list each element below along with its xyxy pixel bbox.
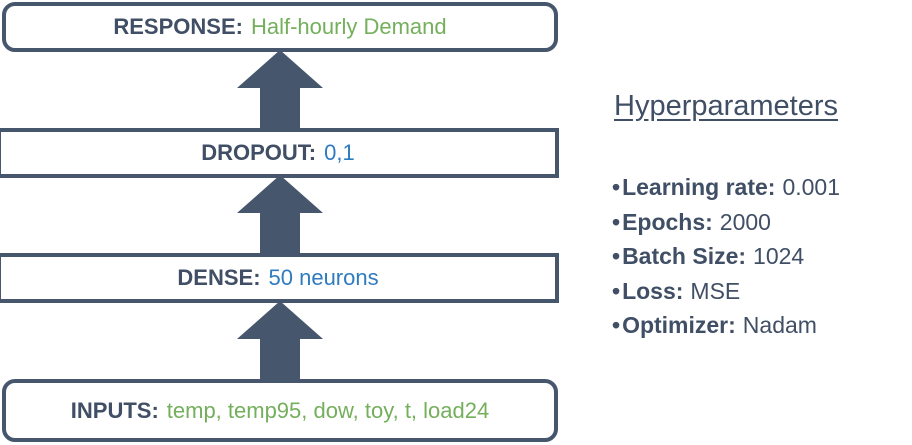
- layer-label: INPUTS:: [70, 397, 159, 423]
- hyperparameters-list: •Learning rate:0.001 •Epochs:2000 •Batch…: [612, 170, 840, 343]
- bullet-icon: •: [612, 312, 621, 338]
- hyperparameter-value: 0.001: [782, 174, 840, 200]
- hyperparameter-value: 2000: [719, 208, 771, 235]
- layer-value: 50 neurons: [268, 265, 379, 290]
- hyperparameter-label: Loss:: [622, 277, 684, 304]
- hyperparameter-value: MSE: [690, 277, 741, 304]
- hyperparameter-item: •Learning rate:0.001: [612, 170, 840, 205]
- hyperparameter-item: •Batch Size:1024: [612, 239, 840, 274]
- bullet-icon: •: [612, 208, 621, 235]
- hyperparameter-value: 1024: [753, 243, 805, 269]
- hyperparameter-item: •Epochs:2000: [612, 205, 840, 240]
- hyperparameter-value: Nadam: [742, 312, 817, 338]
- layer-box-dense: DENSE: 50 neurons: [0, 253, 559, 303]
- bullet-icon: •: [612, 243, 621, 269]
- hyperparameter-label: Epochs:: [622, 208, 713, 235]
- layer-label: RESPONSE:: [113, 14, 243, 39]
- layer-value: Half-hourly Demand: [250, 14, 447, 39]
- layer-box-response: RESPONSE: Half-hourly Demand: [2, 2, 558, 52]
- layer-box-inputs: INPUTS: temp, temp95, dow, toy, t, load2…: [2, 379, 558, 442]
- up-arrow-icon: [237, 50, 323, 130]
- hyperparameter-label: Batch Size:: [622, 243, 747, 269]
- up-arrow-icon: [237, 175, 323, 255]
- hyperparameter-item: •Optimizer:Nadam: [612, 308, 840, 343]
- bullet-icon: •: [612, 174, 621, 200]
- layer-label: DROPOUT:: [201, 140, 317, 165]
- layer-value: 0,1: [324, 140, 355, 165]
- hyperparameter-label: Learning rate:: [622, 174, 776, 200]
- hyperparameter-item: •Loss:MSE: [612, 274, 840, 309]
- up-arrow-icon: [237, 301, 323, 381]
- hyperparameter-label: Optimizer:: [622, 312, 736, 338]
- hyperparameters-title: Hyperparameters: [614, 90, 839, 122]
- layer-label: DENSE:: [177, 265, 261, 290]
- layer-value: temp, temp95, dow, toy, t, load24: [166, 397, 490, 423]
- layer-box-dropout: DROPOUT: 0,1: [0, 128, 559, 178]
- bullet-icon: •: [612, 277, 621, 304]
